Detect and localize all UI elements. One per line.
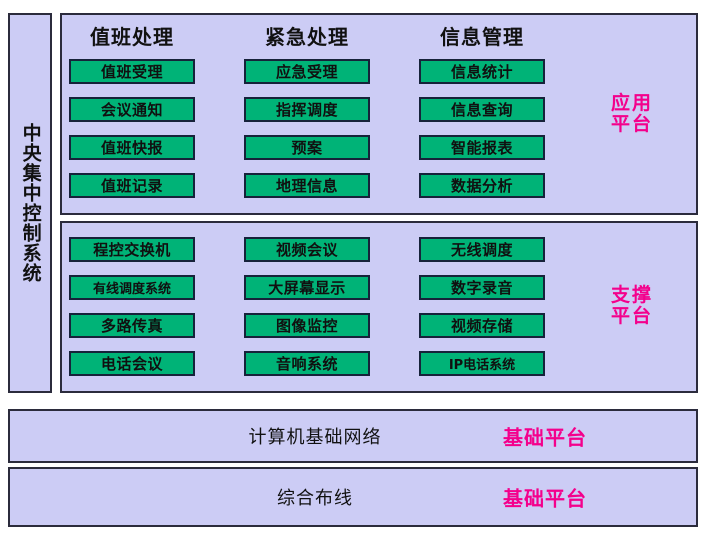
app-button-information-1[interactable]: 信息统计	[419, 59, 545, 84]
sidebar-label: 中央集中控制系统	[19, 123, 42, 283]
central-control-system-sidebar: 中央集中控制系统	[8, 13, 52, 393]
column-header-information: 信息管理	[440, 25, 524, 49]
infrastructure-bar-cabling-tag: 基础平台	[503, 486, 587, 511]
sup-button-comm-1[interactable]: 程控交换机	[69, 237, 195, 262]
sup-button-comm-2[interactable]: 有线调度系统	[69, 275, 195, 300]
app-button-information-2[interactable]: 信息查询	[419, 97, 545, 122]
sup-button-network-3[interactable]: 视频存储	[419, 313, 545, 338]
app-button-information-4[interactable]: 数据分析	[419, 173, 545, 198]
application-platform-tag-line2: 平台	[610, 113, 653, 136]
sup-button-network-1[interactable]: 无线调度	[419, 237, 545, 262]
support-platform-panel: 程控交换机 有线调度系统 多路传真 电话会议 视频会议 大屏幕显示 图像监控 音…	[60, 221, 698, 393]
sup-button-network-2[interactable]: 数字录音	[419, 275, 545, 300]
column-header-emergency: 紧急处理	[265, 25, 349, 49]
infrastructure-bar-network-tag: 基础平台	[503, 425, 587, 450]
application-platform-tag: 应用 平台	[582, 92, 682, 136]
app-button-emergency-3[interactable]: 预案	[244, 135, 370, 160]
sup-button-media-4[interactable]: 音响系统	[244, 351, 370, 376]
platforms-column: 值班处理 紧急处理 信息管理 值班受理 会议通知 值班快报 值班记录 应急受理 …	[60, 13, 698, 393]
sup-button-network-4[interactable]: IP电话系统	[419, 351, 545, 376]
column-header-duty: 值班处理	[90, 25, 174, 49]
infrastructure-bar-network: 计算机基础网络 基础平台	[8, 409, 698, 463]
application-column-headers: 值班处理 紧急处理 信息管理	[62, 21, 700, 51]
app-button-duty-1[interactable]: 值班受理	[69, 59, 195, 84]
app-button-emergency-4[interactable]: 地理信息	[244, 173, 370, 198]
sup-button-media-3[interactable]: 图像监控	[244, 313, 370, 338]
infrastructure-bar-cabling: 综合布线 基础平台	[8, 467, 698, 527]
app-button-duty-3[interactable]: 值班快报	[69, 135, 195, 160]
app-button-information-3[interactable]: 智能报表	[419, 135, 545, 160]
support-platform-tag-line1: 支撑	[610, 284, 653, 306]
application-platform-tag-line1: 应用	[610, 92, 653, 114]
support-platform-tag: 支撑 平台	[582, 284, 682, 328]
sup-button-media-1[interactable]: 视频会议	[244, 237, 370, 262]
sup-button-comm-3[interactable]: 多路传真	[69, 313, 195, 338]
sup-button-comm-4[interactable]: 电话会议	[69, 351, 195, 376]
sup-button-media-2[interactable]: 大屏幕显示	[244, 275, 370, 300]
app-button-duty-4[interactable]: 值班记录	[69, 173, 195, 198]
app-button-duty-2[interactable]: 会议通知	[69, 97, 195, 122]
app-button-emergency-2[interactable]: 指挥调度	[244, 97, 370, 122]
infrastructure-bar-network-label: 计算机基础网络	[248, 427, 382, 448]
support-platform-tag-line2: 平台	[610, 305, 653, 328]
infrastructure-bar-cabling-label: 综合布线	[277, 488, 353, 509]
app-button-emergency-1[interactable]: 应急受理	[244, 59, 370, 84]
application-platform-panel: 值班处理 紧急处理 信息管理 值班受理 会议通知 值班快报 值班记录 应急受理 …	[60, 13, 698, 215]
